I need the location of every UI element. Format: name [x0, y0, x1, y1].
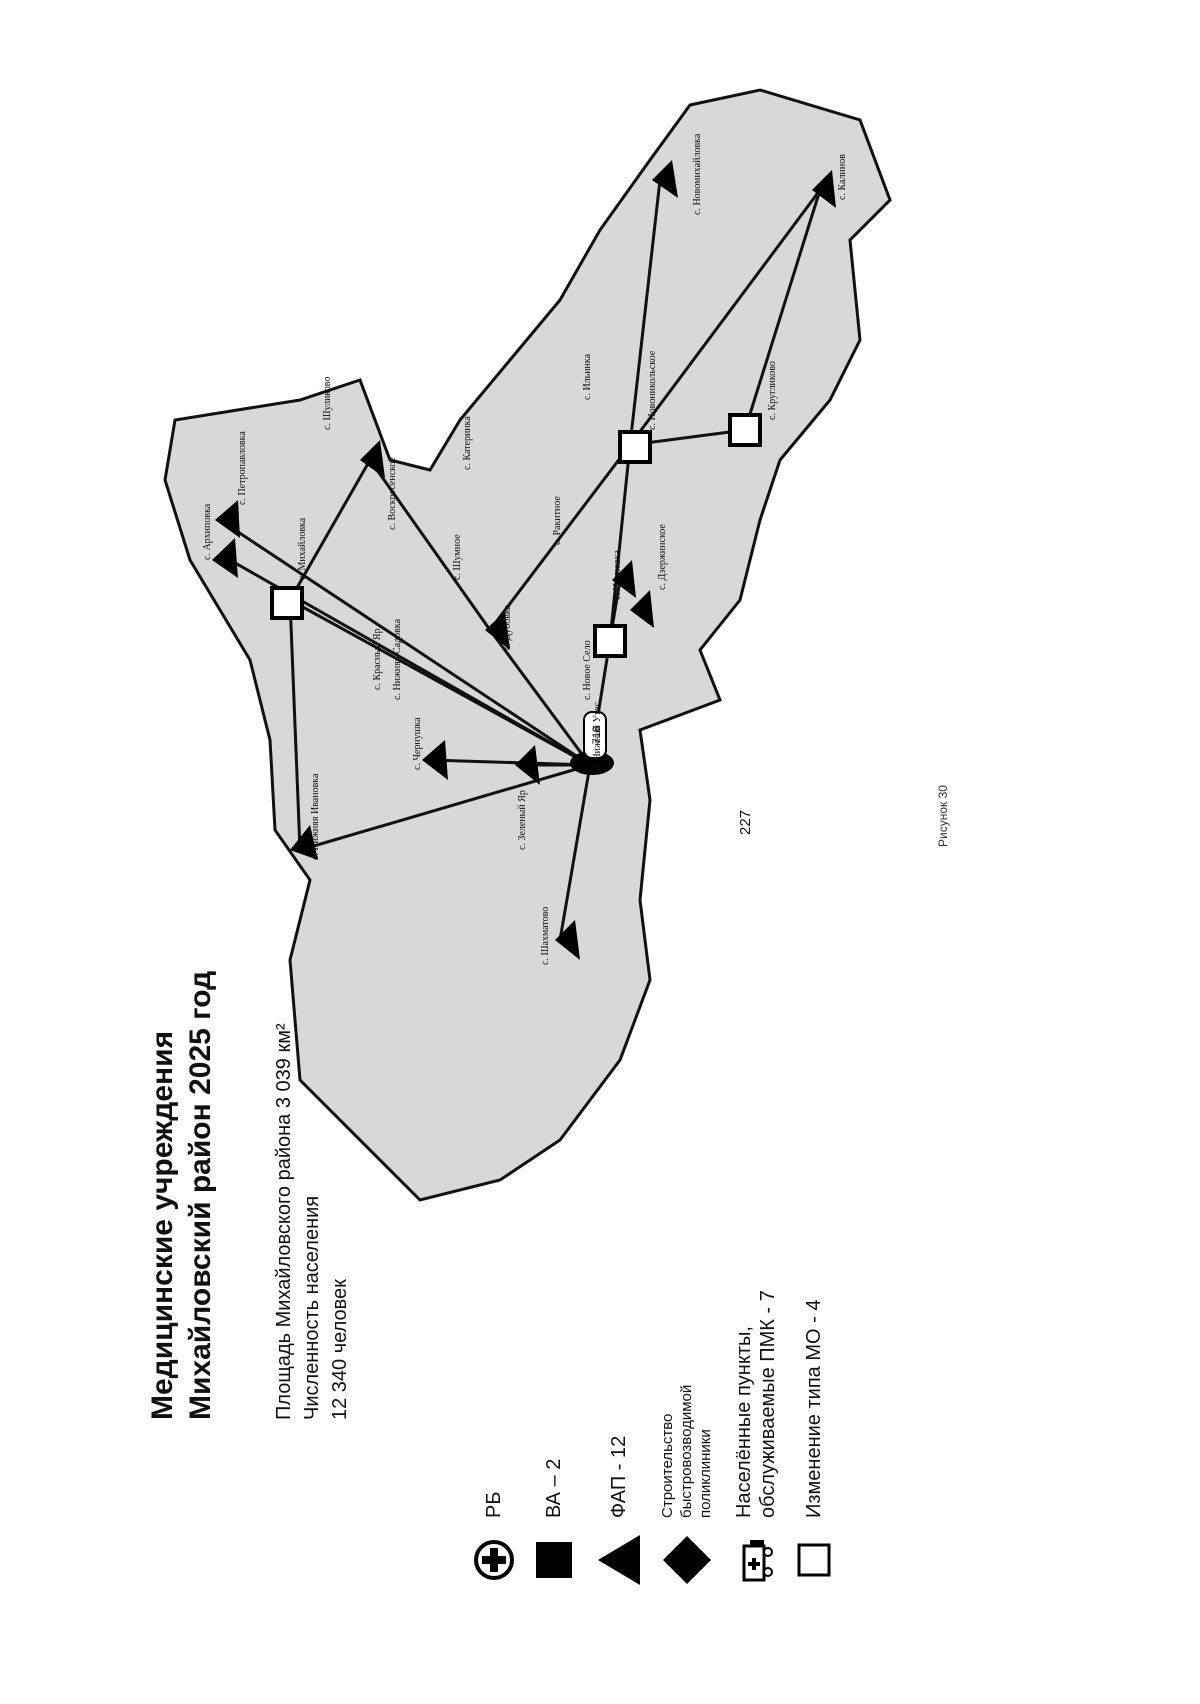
- district-area: Площадь Михайловского района 3 039 км²: [273, 1023, 295, 1420]
- route-line: [219, 518, 591, 767]
- district-hospital-marker: 718: [570, 711, 614, 775]
- legend-label: ФАП - 12: [608, 1435, 630, 1518]
- route-line: [628, 189, 822, 446]
- fap-triangle: [652, 160, 678, 198]
- legend-item-rb: РБ: [468, 1492, 520, 1590]
- route-line: [488, 629, 592, 766]
- district-territory: [163, 88, 892, 1202]
- changed-mo-markers: [270, 413, 762, 658]
- route-line: [288, 599, 302, 851]
- settlement-label: с. Нижняя Ивановка: [310, 773, 321, 860]
- settlement-labels: с. Нижняя Ивановка с. Чернушка с. Красны…: [202, 133, 848, 965]
- page-subtitle: Михайловский район 2025 год: [184, 970, 217, 1420]
- fap-triangle: [290, 825, 318, 860]
- settlement-label: с. Нижний Утес: [592, 701, 603, 770]
- route-line: [299, 763, 591, 852]
- settlement-label: с. Калинов: [837, 154, 848, 200]
- changed-mo-square: [593, 624, 627, 658]
- settlement-label: с. Ивановка: [612, 550, 623, 600]
- settlement-label: с. Кругликово: [767, 361, 778, 420]
- settlement-label: с. Ильинка: [582, 353, 593, 400]
- settlement-label: с. Шахматово: [540, 907, 551, 965]
- route-line: [558, 764, 592, 941]
- population-value: 12 340 человек: [329, 1279, 351, 1420]
- settlement-label: с. Архиповка: [202, 503, 213, 560]
- settlement-label: с. Ракитное: [552, 496, 563, 545]
- legend-label: Изменение типа МО - 4: [803, 1299, 825, 1518]
- hospital-cross-icon: [468, 1530, 520, 1590]
- settlement-label: с. Новоникольское: [647, 350, 658, 430]
- settlement-label: с. Петропавловка: [237, 431, 248, 505]
- route-line: [368, 459, 492, 631]
- legend-label-multiline: Населённые пункты, обслуживаемые ПМК - 7: [733, 1290, 779, 1518]
- changed-mo-square: [728, 413, 762, 447]
- legend-label-multiline: Строительство быстровозводимой поликлини…: [659, 1384, 714, 1518]
- changed-mo-square: [618, 430, 652, 464]
- district-stats: Площадь Михайловского района 3 039 км² Ч…: [270, 980, 354, 1420]
- fap-triangle: [812, 170, 836, 208]
- settlement-label: с. Катеринка: [462, 416, 473, 470]
- title-block: Медицинские учреждения Михайловский райо…: [144, 960, 220, 1420]
- fap-triangle: [515, 745, 540, 785]
- filled-diamond-icon: [661, 1530, 713, 1590]
- settlement-label: с. Красный Яр: [372, 628, 383, 690]
- fap-triangle: [630, 590, 654, 628]
- fap-triangle: [212, 538, 238, 578]
- settlement-label: с. Новое Село: [582, 640, 593, 700]
- fap-triangle: [485, 612, 510, 650]
- page-title: Медицинские учреждения: [146, 1030, 179, 1420]
- settlement-label: с. Дзержинское: [657, 524, 668, 590]
- settlement-label: с. Нижняя Садовка: [392, 618, 403, 700]
- fap-markers: [212, 160, 836, 960]
- legend-item-pmk: Населённые пункты, обслуживаемые ПМК - 7: [730, 1290, 782, 1590]
- fap-triangle: [422, 740, 448, 780]
- settlement-label: с. Михайловка: [297, 517, 308, 580]
- legend-item-va: ВА – 2: [528, 1459, 580, 1590]
- route-line: [628, 179, 662, 446]
- settlement-label: с. Новомихайловка: [692, 133, 703, 215]
- filled-triangle-icon: [593, 1530, 645, 1590]
- route-line: [488, 444, 632, 631]
- route-line: [608, 444, 632, 641]
- population-label: Численность населения: [301, 1195, 323, 1420]
- settlement-label: с. Шумное: [452, 534, 463, 580]
- filled-square-icon: [528, 1530, 580, 1590]
- fap-triangle: [612, 560, 636, 598]
- legend-label: РБ: [483, 1491, 505, 1518]
- route-line: [288, 459, 372, 601]
- page-number: 227: [737, 809, 754, 835]
- route-line: [743, 189, 822, 431]
- settlement-label: с. Дубовка: [502, 604, 513, 650]
- settlement-label: с. Чернушка: [412, 717, 423, 770]
- settlement-label: с. Зеленый Яр: [517, 790, 528, 850]
- fap-triangle: [215, 500, 240, 538]
- mobile-clinic-icon: [730, 1530, 782, 1590]
- fap-triangle: [360, 440, 385, 478]
- settlement-label: с. Воскресенское: [387, 456, 398, 530]
- map-legend: РБ ВА – 2 ФАП - 12 Строительство быстров…: [468, 1260, 938, 1590]
- hub-label: 718: [591, 726, 603, 744]
- fap-triangle: [555, 920, 580, 960]
- legend-item-changed-mo: Изменение типа МО - 4: [788, 1300, 840, 1590]
- legend-item-fast-build: Строительство быстровозводимой поликлини…: [658, 1385, 715, 1590]
- legend-item-fap: ФАП - 12: [593, 1436, 645, 1590]
- changed-mo-square: [270, 586, 304, 620]
- settlement-label: с. Шуликово: [322, 377, 333, 430]
- figure-caption: Рисунок 30: [936, 785, 950, 847]
- legend-label: ВА – 2: [543, 1458, 565, 1518]
- empty-square-icon: [788, 1530, 840, 1590]
